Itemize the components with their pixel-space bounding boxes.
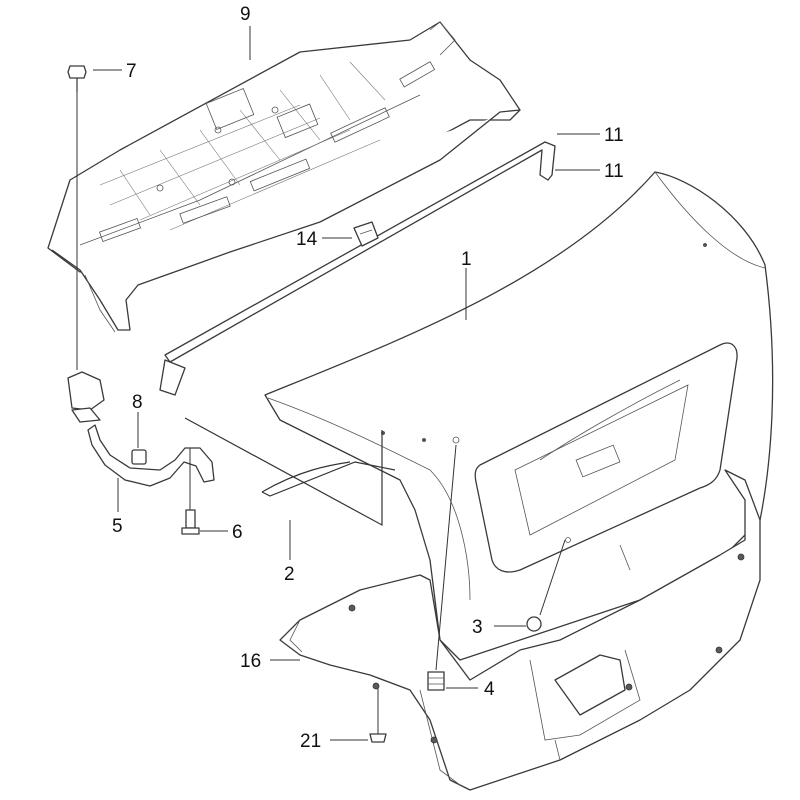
rear-package-tray [47,21,521,333]
push-clip-21 [369,688,387,743]
trunk-weatherstrip [159,141,556,396]
bolt-7 [67,65,87,370]
hinge-bolt-6 [181,448,200,535]
callout-11-upper: 11 [604,125,624,146]
trunk-lid [264,171,774,661]
trunk-lid-trim-panel [279,469,761,791]
callout-labels: 9 7 11 11 14 1 8 5 6 2 3 16 4 21 [112,4,624,752]
torsion-rod [184,417,396,527]
callout-14: 14 [296,229,318,250]
callout-1: 1 [461,249,472,270]
callout-9: 9 [240,4,251,25]
grommet-3 [526,539,566,632]
callout-4: 4 [484,679,495,700]
callout-3: 3 [472,617,483,638]
callout-11-lower: 11 [604,161,624,182]
clip-14 [353,221,379,247]
lid-stopper-4 [427,444,457,691]
callout-2: 2 [284,564,295,585]
callout-leaders [93,26,600,741]
callout-16: 16 [240,651,261,672]
bumper-stop-8 [131,449,147,465]
callout-8: 8 [132,392,143,413]
callout-7: 7 [126,61,137,82]
trunk-hinge [67,371,215,487]
callout-6: 6 [232,522,243,543]
callout-21: 21 [300,731,321,752]
callout-5: 5 [112,516,123,537]
